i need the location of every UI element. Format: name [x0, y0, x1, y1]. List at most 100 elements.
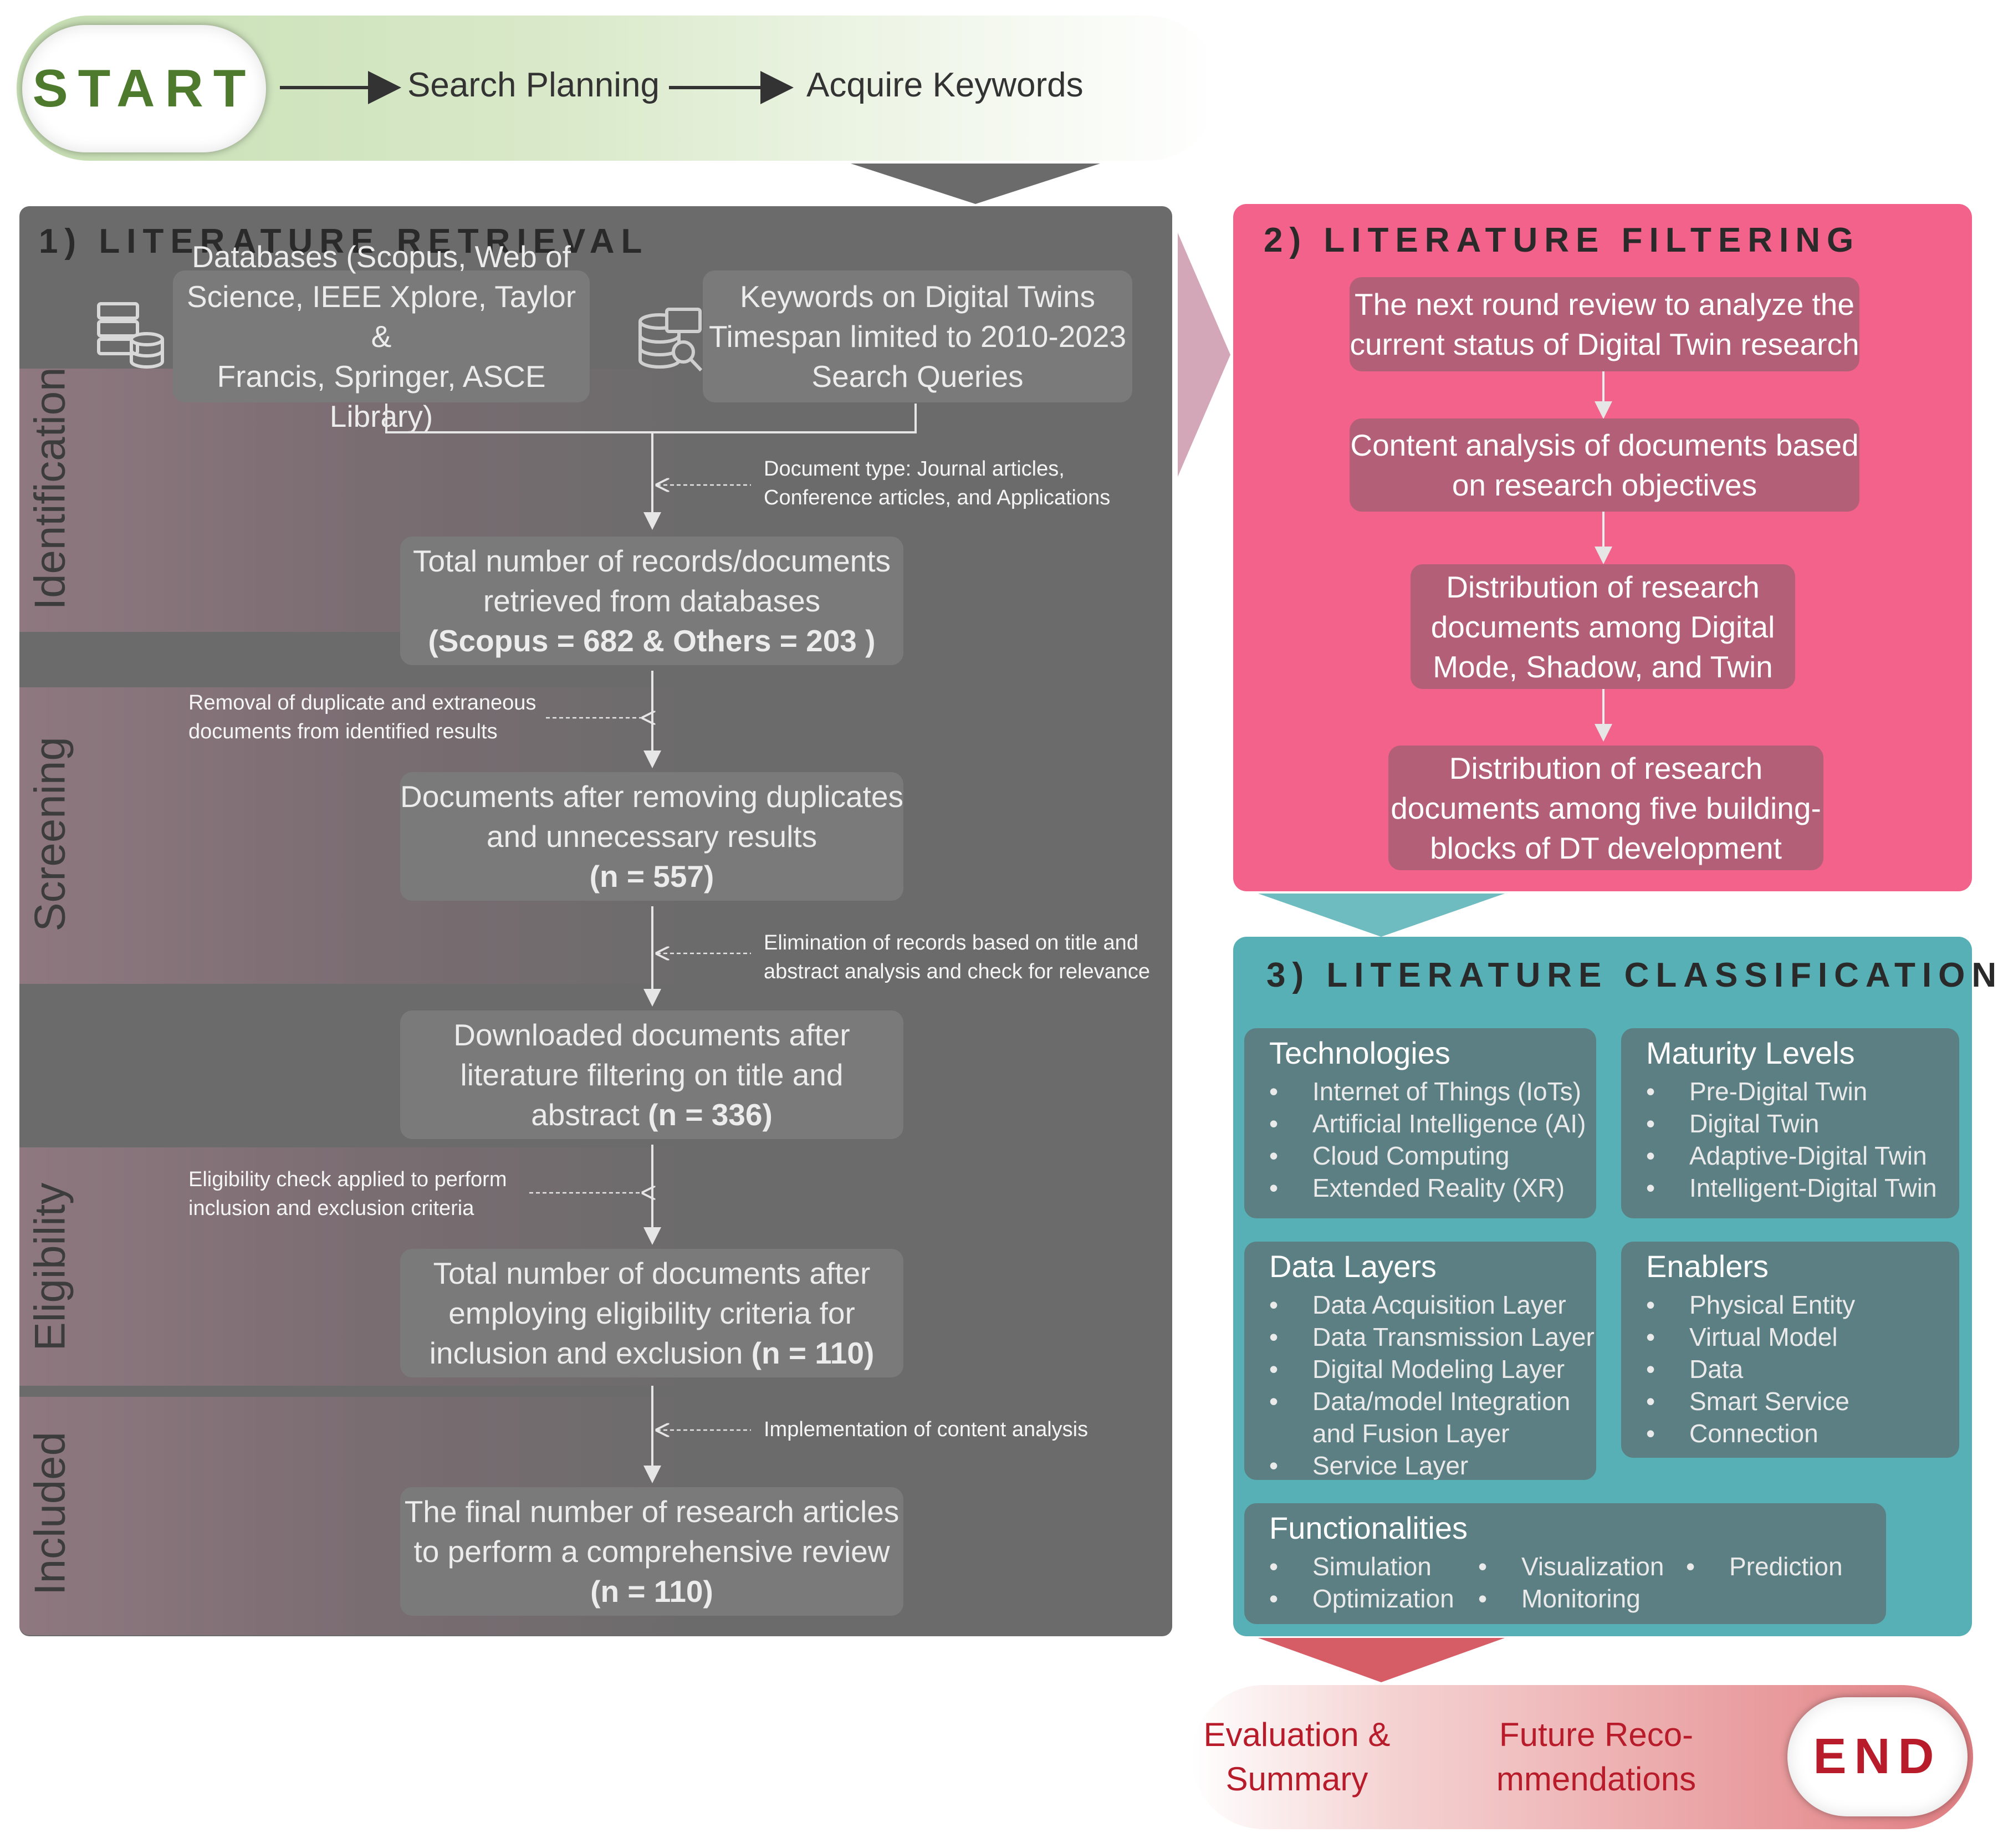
- dedup-count: (n = 557): [589, 859, 714, 894]
- list-item: Data: [1646, 1353, 1855, 1385]
- list-item: Visualization: [1478, 1550, 1664, 1582]
- data-layers-box: Data Layers Data Acquisition Layer Data …: [1244, 1242, 1596, 1482]
- total-records-count: (Scopus = 682 & Others = 203 ): [428, 624, 876, 658]
- eligible-line-2: employing eligibility criteria for: [448, 1296, 855, 1330]
- note-eligibility-line-2: inclusion and exclusion criteria: [188, 1197, 474, 1220]
- list-item: Smart Service: [1646, 1385, 1855, 1417]
- total-records-box: Total number of records/documents retrie…: [400, 537, 903, 665]
- downloaded-count: (n = 336): [648, 1097, 773, 1132]
- evaluation-summary-label: Evaluation & Summary: [1197, 1713, 1397, 1801]
- eligible-count: (n = 110): [751, 1336, 875, 1370]
- final-line-1: The final number of research articles: [404, 1494, 900, 1529]
- filter-box-content-analysis: Content analysis of documents based on r…: [1350, 418, 1859, 512]
- list-item: Digital Modeling Layer: [1269, 1353, 1595, 1385]
- databases-line-2: Science, IEEE Xplore, Taylor &: [186, 279, 576, 354]
- list-item: Service Layer: [1269, 1449, 1595, 1482]
- total-records-line-1: Total number of records/documents: [412, 544, 891, 578]
- filtering-title: 2) LITERATURE FILTERING: [1264, 221, 1861, 259]
- functionalities-col-3: Prediction: [1686, 1550, 1843, 1582]
- note-removal-line-1: Removal of duplicate and extraneous: [188, 691, 536, 714]
- maturity-levels-box: Maturity Levels Pre-Digital Twin Digital…: [1621, 1028, 1959, 1218]
- technologies-box: Technologies Internet of Things (IoTs) A…: [1244, 1028, 1596, 1218]
- list-item: Cloud Computing: [1269, 1140, 1586, 1172]
- dedup-line-2: and unnecessary results: [486, 819, 817, 854]
- evaluation-line-1: Evaluation &: [1203, 1716, 1391, 1753]
- enablers-title: Enablers: [1646, 1249, 1769, 1284]
- enablers-list: Physical Entity Virtual Model Data Smart…: [1646, 1289, 1855, 1449]
- enablers-box: Enablers Physical Entity Virtual Model D…: [1621, 1242, 1959, 1458]
- eligible-line-1: Total number of documents after: [433, 1256, 871, 1290]
- note-eligibility: Eligibility check applied to perform inc…: [188, 1165, 507, 1223]
- list-item: Data Transmission Layer: [1269, 1321, 1595, 1353]
- list-item: Connection: [1646, 1417, 1855, 1449]
- retrieval-title: 1) LITERATURE RETRIEVAL: [39, 222, 649, 261]
- final-box: The final number of research articles to…: [400, 1487, 903, 1616]
- functionalities-col-1: Simulation Optimization: [1269, 1550, 1454, 1615]
- maturity-title: Maturity Levels: [1646, 1035, 1855, 1070]
- list-item: Optimization: [1269, 1582, 1454, 1615]
- database-search-icon: [638, 308, 703, 372]
- list-item: Simulation: [1269, 1550, 1454, 1582]
- technologies-list: Internet of Things (IoTs) Artificial Int…: [1269, 1075, 1586, 1204]
- functionalities-box: Functionalities Simulation Optimization …: [1244, 1503, 1886, 1624]
- filter-box-2-line-1: Content analysis of documents based: [1350, 428, 1859, 462]
- note-removal-line-2: documents from identified results: [188, 720, 498, 743]
- chevron-to-retrieval: [851, 164, 1100, 204]
- future-line-2: mmendations: [1496, 1760, 1697, 1798]
- databases-line-1: Databases (Scopus, Web of: [192, 239, 571, 274]
- downloaded-box: Downloaded documents after literature fi…: [400, 1010, 903, 1139]
- filter-box-3-line-3: Mode, Shadow, and Twin: [1433, 649, 1773, 684]
- eligible-line-3: inclusion and exclusion (n = 110): [430, 1333, 875, 1373]
- filter-box-3-line-1: Distribution of research: [1446, 569, 1760, 604]
- data-layers-list: Data Acquisition Layer Data Transmission…: [1269, 1289, 1595, 1482]
- downloaded-line-2: literature filtering on title and: [460, 1058, 844, 1092]
- classification-title: 3) LITERATURE CLASSIFICATION: [1266, 956, 2003, 994]
- database-server-icon: [97, 302, 164, 369]
- final-count: (n = 110): [590, 1574, 713, 1609]
- note-elimination: Elimination of records based on title an…: [764, 928, 1150, 986]
- note-eligibility-line-1: Eligibility check applied to perform: [188, 1168, 507, 1191]
- filter-box-2-line-2: on research objectives: [1452, 468, 1757, 502]
- filter-box-4-line-1: Distribution of research: [1449, 751, 1763, 785]
- future-recommendations-label: Future Reco- mmendations: [1491, 1713, 1701, 1801]
- list-item-continuation: and Fusion Layer: [1269, 1417, 1595, 1449]
- keywords-line-2: Timespan limited to 2010-2023: [708, 319, 1127, 354]
- note-document-type-line-2: Conference articles, and Applications: [764, 486, 1111, 509]
- functionalities-title: Functionalities: [1269, 1510, 1468, 1545]
- list-item: Pre-Digital Twin: [1646, 1075, 1937, 1107]
- maturity-list: Pre-Digital Twin Digital Twin Adaptive-D…: [1646, 1075, 1937, 1204]
- list-item: Virtual Model: [1646, 1321, 1855, 1353]
- functionalities-col-2: Visualization Monitoring: [1478, 1550, 1664, 1615]
- search-planning-label: Search Planning: [407, 66, 660, 104]
- list-item: Prediction: [1686, 1550, 1843, 1582]
- keywords-box: Keywords on Digital Twins Timespan limit…: [703, 270, 1132, 402]
- list-item: Internet of Things (IoTs): [1269, 1075, 1586, 1107]
- databases-line-3: Francis, Springer, ASCE Library): [217, 359, 546, 433]
- list-item: Digital Twin: [1646, 1107, 1937, 1140]
- chevron-to-classification: [1258, 894, 1505, 937]
- end-pill: END: [1787, 1697, 1968, 1816]
- data-layers-continuation: and Fusion Layer: [1312, 1419, 1510, 1448]
- filter-box-4-line-3: blocks of DT development: [1430, 830, 1782, 865]
- dedup-line-1: Documents after removing duplicates: [400, 779, 903, 814]
- list-item: Adaptive-Digital Twin: [1646, 1140, 1937, 1172]
- filter-box-next-round: The next round review to analyze the cur…: [1350, 277, 1859, 371]
- downloaded-tail: abstract: [531, 1097, 640, 1132]
- list-item: Data Acquisition Layer: [1269, 1289, 1595, 1321]
- final-line-2: to perform a comprehensive review: [413, 1534, 890, 1569]
- future-line-1: Future Reco-: [1499, 1716, 1694, 1753]
- dedup-box: Documents after removing duplicates and …: [400, 772, 903, 901]
- note-document-type: Document type: Journal articles, Confere…: [764, 455, 1110, 512]
- start-pill: START: [22, 25, 266, 152]
- note-content-analysis-line-1: Implementation of content analysis: [764, 1418, 1089, 1441]
- eligible-box: Total number of documents after employin…: [400, 1249, 903, 1377]
- note-elimination-line-2: abstract analysis and check for relevanc…: [764, 960, 1151, 983]
- list-item: Intelligent-Digital Twin: [1646, 1172, 1937, 1204]
- acquire-keywords-label: Acquire Keywords: [806, 66, 1084, 104]
- note-content-analysis: Implementation of content analysis: [764, 1415, 1088, 1444]
- filter-box-distribution-blocks: Distribution of research documents among…: [1388, 746, 1823, 870]
- technologies-title: Technologies: [1269, 1035, 1450, 1070]
- note-document-type-line-1: Document type: Journal articles,: [764, 457, 1065, 481]
